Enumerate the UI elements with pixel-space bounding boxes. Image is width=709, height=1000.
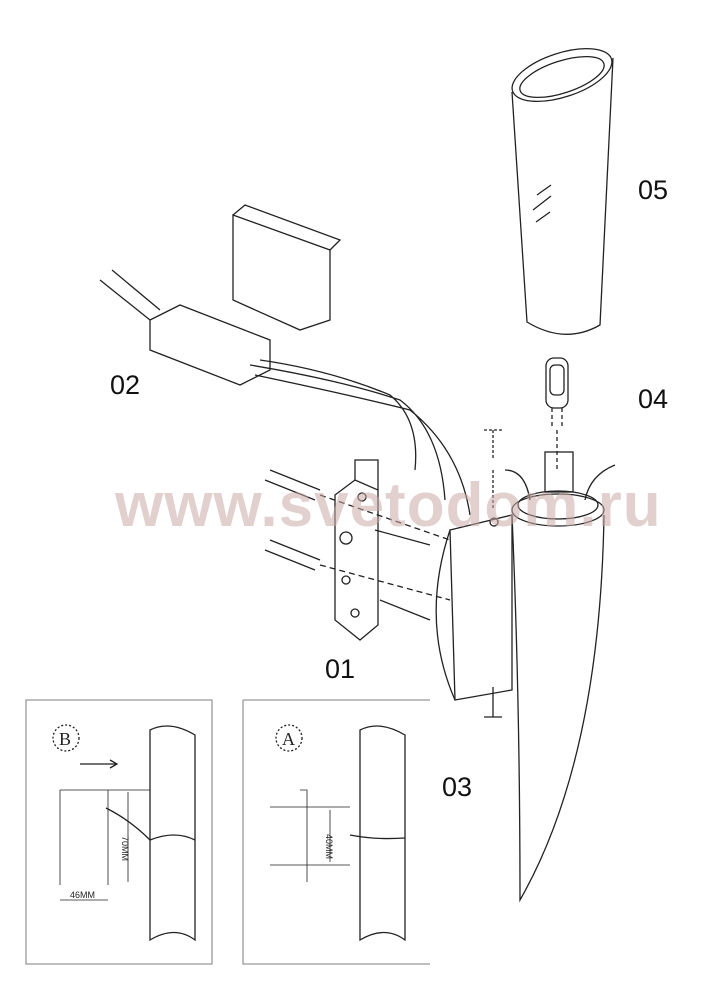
lamp-socket (504, 451, 616, 527)
wall-plugs (264, 469, 451, 601)
screws (374, 529, 431, 621)
glass-shade (511, 47, 614, 335)
inset-b: B 46MM 70MM (25, 699, 213, 965)
part-label-01: 01 (325, 654, 356, 684)
height-dim: 70MM (120, 836, 130, 861)
part-label-02: 02 (110, 370, 141, 400)
part-label-05: 05 (638, 175, 669, 205)
lamp-body (435, 514, 605, 903)
screw-top (484, 429, 502, 510)
marker-b: B (59, 729, 71, 749)
inset-a: A 40MM (242, 699, 430, 965)
part-label-03: 03 (442, 772, 473, 802)
terminal-block (99, 204, 471, 516)
watermark: www.svetodom.ru (115, 471, 662, 540)
screw-bottom (484, 687, 502, 718)
spacing-dim: 40MM (324, 834, 334, 859)
halogen-bulb (545, 357, 569, 470)
width-dim: 46MM (70, 890, 95, 900)
part-label-04: 04 (638, 384, 669, 414)
mounting-bracket (334, 459, 379, 641)
marker-a: A (282, 729, 295, 749)
